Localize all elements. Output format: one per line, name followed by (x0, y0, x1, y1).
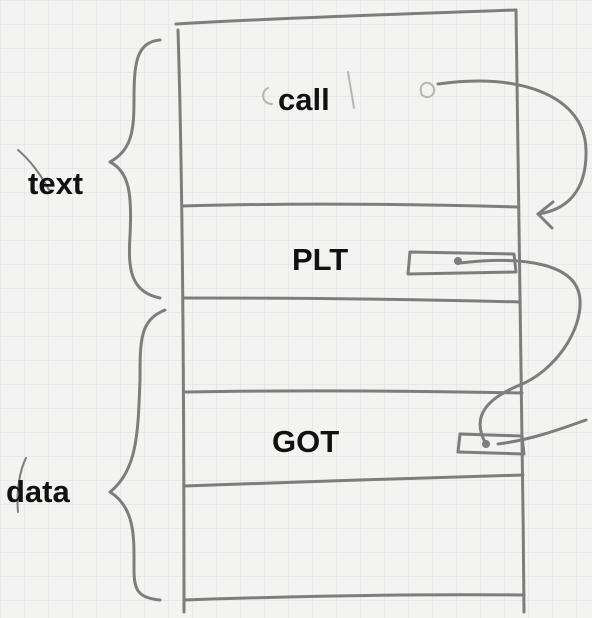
call-faint-mark (262, 87, 273, 105)
got-loop-arrow (496, 418, 588, 446)
call-operand-circle (419, 81, 436, 99)
got-cell-label: GOT (272, 424, 340, 459)
divider-got-top (184, 389, 524, 395)
plt-to-got-arrow (458, 258, 582, 446)
divider-got-bottom (182, 473, 525, 488)
call-to-plt-arrowhead (536, 200, 555, 230)
divider-call-plt (180, 202, 520, 209)
plt-entry-slot (406, 250, 518, 276)
label-ticks (16, 149, 51, 513)
text-label-tick (17, 149, 51, 193)
text-brace (108, 38, 162, 300)
data-brace (108, 308, 167, 602)
plt-cell-label: PLT (292, 242, 349, 277)
got-entry-slot (456, 432, 526, 456)
segment-dividers (180, 202, 525, 488)
data-label-tick (16, 457, 27, 513)
call-cell-sketch (262, 71, 436, 109)
call-to-plt-arrow (436, 79, 588, 216)
text-segment-label: text (28, 166, 84, 201)
memory-box-left-edge (176, 28, 186, 614)
arrows (436, 79, 588, 446)
braces (108, 38, 167, 602)
data-segment-label: data (6, 474, 70, 509)
memory-box-top-edge (174, 8, 518, 26)
call-faint-stroke (347, 71, 355, 109)
call-cell-label: call (278, 82, 330, 117)
divider-text-data (181, 296, 522, 304)
memory-box-bottom-edge (182, 593, 526, 602)
